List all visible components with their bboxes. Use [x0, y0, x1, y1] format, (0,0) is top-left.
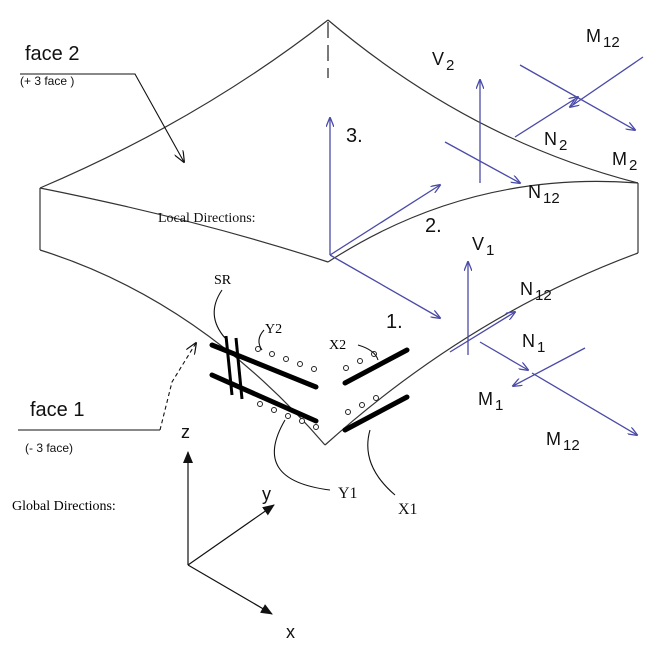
- n1-arrow: [479, 341, 528, 370]
- top-front-left-edge: [39, 187, 329, 263]
- local-axis-1-label: 1.: [386, 311, 403, 333]
- global-axis-y: [187, 504, 275, 566]
- reinforcement-right-section: [342, 347, 410, 433]
- top-left-edge: [39, 19, 329, 189]
- bottom-right-edge: [324, 252, 639, 446]
- global-axis-x-label: x: [286, 622, 295, 642]
- m12-face2-arrow: [570, 56, 644, 107]
- sr-bar-2: [234, 337, 244, 400]
- global-directions-title: Global Directions:: [12, 499, 116, 514]
- n12-face1-arrow: [449, 312, 515, 353]
- y1-label: Y1: [338, 485, 358, 502]
- x2-leader: [357, 344, 379, 361]
- m1-arrow: [513, 347, 586, 386]
- y1-leader: [273, 419, 331, 491]
- n2-arrow: [514, 97, 578, 138]
- reinforcement-left-section: [209, 335, 319, 430]
- sr-bar-1: [224, 335, 234, 396]
- global-axis-y-label: y: [262, 484, 271, 504]
- x1-label: X1: [398, 501, 418, 518]
- x2-label: X2: [329, 338, 346, 353]
- local-axis-1: [329, 254, 440, 318]
- face2-pointer: [20, 73, 184, 162]
- local-axis-2: [329, 185, 440, 256]
- shell-element: [39, 19, 639, 446]
- face1-label: face 1: [30, 399, 84, 421]
- local-axis-3-label: 3.: [346, 125, 363, 147]
- local-directions-title: Local Directions:: [158, 211, 256, 226]
- y2-label: Y2: [265, 322, 282, 337]
- face2-label: face 2: [25, 43, 79, 65]
- m2-arrow: [519, 64, 635, 130]
- top-front-right-edge: [327, 180, 639, 263]
- x1-leader: [367, 429, 396, 496]
- x2-bar: [342, 347, 410, 386]
- x1-bar: [342, 394, 410, 433]
- face1-forces: [449, 262, 637, 435]
- top-right-edge: [327, 19, 639, 184]
- face2-forces: [444, 56, 644, 183]
- m12-face1-arrow: [531, 372, 637, 435]
- face1-sublabel: (- 3 face): [25, 441, 73, 455]
- face2-sublabel: (+ 3 face ): [20, 74, 74, 88]
- y2-bar: [209, 342, 319, 390]
- n12-face2-arrow: [444, 141, 520, 183]
- global-axis-z-label: z: [181, 422, 190, 442]
- global-axes: [183, 451, 275, 615]
- local-axis-2-label: 2.: [425, 215, 442, 237]
- face1-pointer-dashed: [159, 343, 196, 431]
- y2-leader: [258, 329, 265, 351]
- sr-leader: [213, 289, 226, 339]
- sr-label: SR: [214, 273, 232, 288]
- local-axes: [330, 118, 440, 318]
- global-axis-x: [187, 564, 273, 615]
